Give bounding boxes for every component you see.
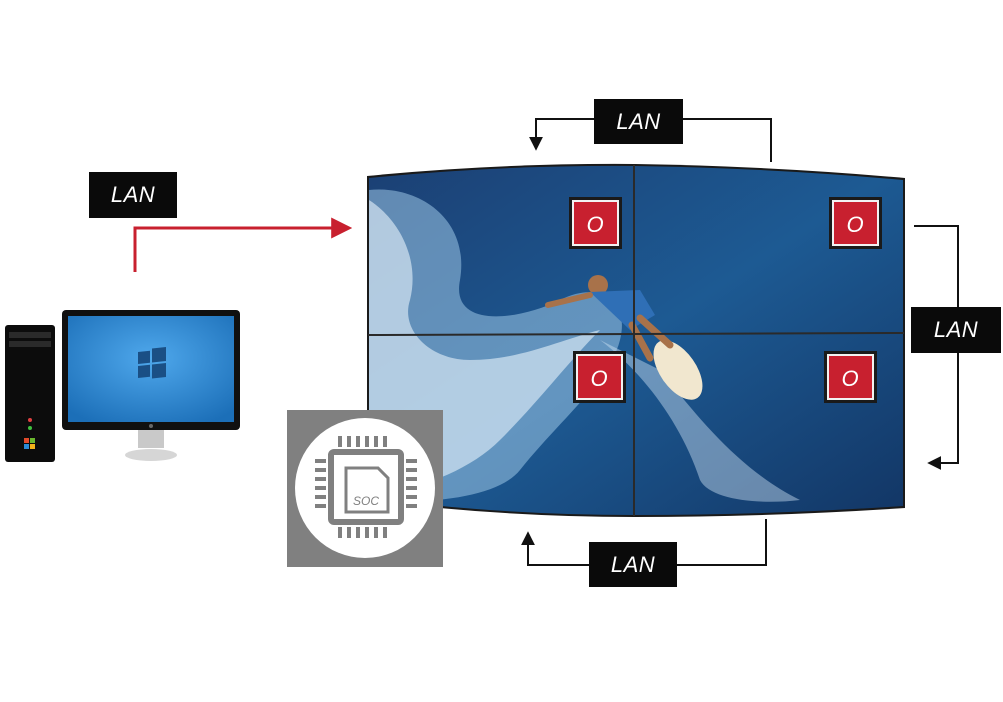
surfer-arm	[545, 292, 593, 308]
wave-foam	[600, 340, 800, 502]
panel-badge: O	[569, 197, 622, 249]
monitor-brand-dot	[149, 424, 153, 428]
lan-arrow-pc-to-wall	[133, 217, 353, 272]
monitor-screen	[68, 316, 234, 422]
panel-badge: O	[829, 197, 882, 249]
panel-badge-text: O	[590, 366, 607, 391]
panel-badge-text: O	[846, 212, 863, 237]
panel-badge: O	[573, 351, 626, 403]
monitor-neck	[138, 430, 164, 448]
monitor-stand	[125, 449, 177, 461]
windows-logo-icon	[24, 438, 35, 449]
panel-badge-text: O	[841, 366, 858, 391]
desktop-computer-icon	[5, 310, 240, 462]
pc-power-led	[28, 418, 32, 422]
panel-badge-text: O	[586, 212, 603, 237]
panel-badge: O	[824, 351, 877, 403]
pc-tower	[5, 325, 55, 462]
lan-label-bottom: LAN	[589, 542, 677, 587]
windows-logo-icon	[138, 347, 166, 379]
lan-label-pc: LAN	[89, 172, 177, 218]
soc-chip	[315, 436, 417, 538]
lan-label-right: LAN	[911, 307, 1001, 353]
surfboard	[653, 340, 703, 400]
panel-seam-horizontal	[367, 332, 905, 336]
soc-chip-icon: SOC	[287, 410, 443, 567]
surfer-head	[588, 275, 608, 295]
pc-tower-bay	[9, 332, 51, 338]
video-wall: O O O O	[367, 163, 905, 517]
lan-label-top: LAN	[594, 99, 683, 144]
pc-hdd-led	[28, 426, 32, 430]
pc-tower-bay	[9, 341, 51, 347]
soc-label: SOC	[353, 494, 379, 508]
